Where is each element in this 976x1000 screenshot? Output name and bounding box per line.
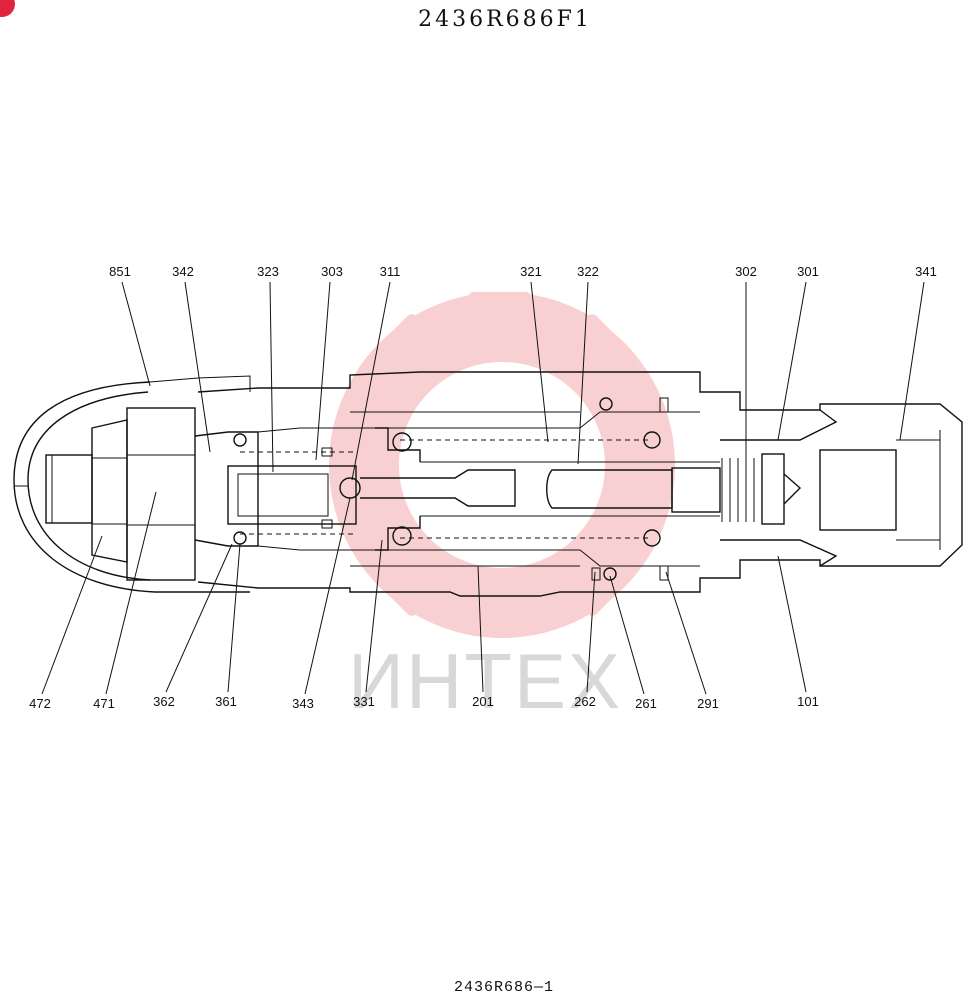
callout-label: 851 bbox=[109, 264, 131, 279]
callout-label: 323 bbox=[257, 264, 279, 279]
watermark-text: ИНТЕХ bbox=[348, 637, 622, 725]
drawing-title: 2436R686F1 bbox=[418, 7, 592, 32]
callout-361: 361 bbox=[215, 543, 241, 709]
callout-label: 361 bbox=[215, 694, 237, 709]
callout-471: 471 bbox=[93, 491, 157, 711]
callout-label: 331 bbox=[353, 694, 375, 709]
callout-201: 201 bbox=[472, 565, 494, 709]
callout-342: 342 bbox=[172, 264, 211, 453]
callout-311: 311 bbox=[351, 264, 401, 481]
callout-label: 303 bbox=[321, 264, 343, 279]
callout-331: 331 bbox=[353, 539, 383, 709]
callouts-bottom: 472 471 362 361 343 331 201 262 bbox=[29, 491, 819, 711]
callout-302: 302 bbox=[735, 264, 757, 472]
callout-323: 323 bbox=[257, 264, 279, 473]
callout-label: 262 bbox=[574, 694, 596, 709]
callout-472: 472 bbox=[29, 535, 103, 711]
callout-label: 321 bbox=[520, 264, 542, 279]
callout-label: 342 bbox=[172, 264, 194, 279]
callout-label: 301 bbox=[797, 264, 819, 279]
callout-321: 321 bbox=[520, 264, 549, 443]
callout-label: 472 bbox=[29, 696, 51, 711]
valve-body-drawing bbox=[13, 371, 963, 597]
watermark-gear-icon bbox=[329, 292, 675, 638]
callout-label: 291 bbox=[697, 696, 719, 711]
callouts-top: 851 342 323 303 311 321 322 302 bbox=[109, 264, 937, 481]
callout-label: 101 bbox=[797, 694, 819, 709]
callout-label: 322 bbox=[577, 264, 599, 279]
callout-label: 302 bbox=[735, 264, 757, 279]
callout-362: 362 bbox=[153, 543, 233, 709]
callout-322: 322 bbox=[577, 264, 599, 465]
callout-label: 343 bbox=[292, 696, 314, 711]
callout-label: 362 bbox=[153, 694, 175, 709]
callout-label: 471 bbox=[93, 696, 115, 711]
callout-label: 341 bbox=[915, 264, 937, 279]
callout-label: 201 bbox=[472, 694, 494, 709]
spring-coils bbox=[721, 458, 763, 522]
callout-301: 301 bbox=[777, 264, 819, 441]
callout-851: 851 bbox=[109, 264, 151, 387]
corner-badge-icon bbox=[0, 0, 15, 17]
callout-343: 343 bbox=[292, 497, 351, 711]
callout-101: 101 bbox=[777, 555, 819, 709]
callout-291: 291 bbox=[665, 571, 719, 711]
callout-label: 311 bbox=[380, 264, 401, 279]
callout-341: 341 bbox=[899, 264, 937, 441]
drawing-code: 2436R686—1 bbox=[454, 979, 554, 996]
callout-261: 261 bbox=[609, 575, 657, 711]
callout-303: 303 bbox=[315, 264, 343, 461]
callout-262: 262 bbox=[574, 571, 596, 709]
callout-label: 261 bbox=[635, 696, 657, 711]
